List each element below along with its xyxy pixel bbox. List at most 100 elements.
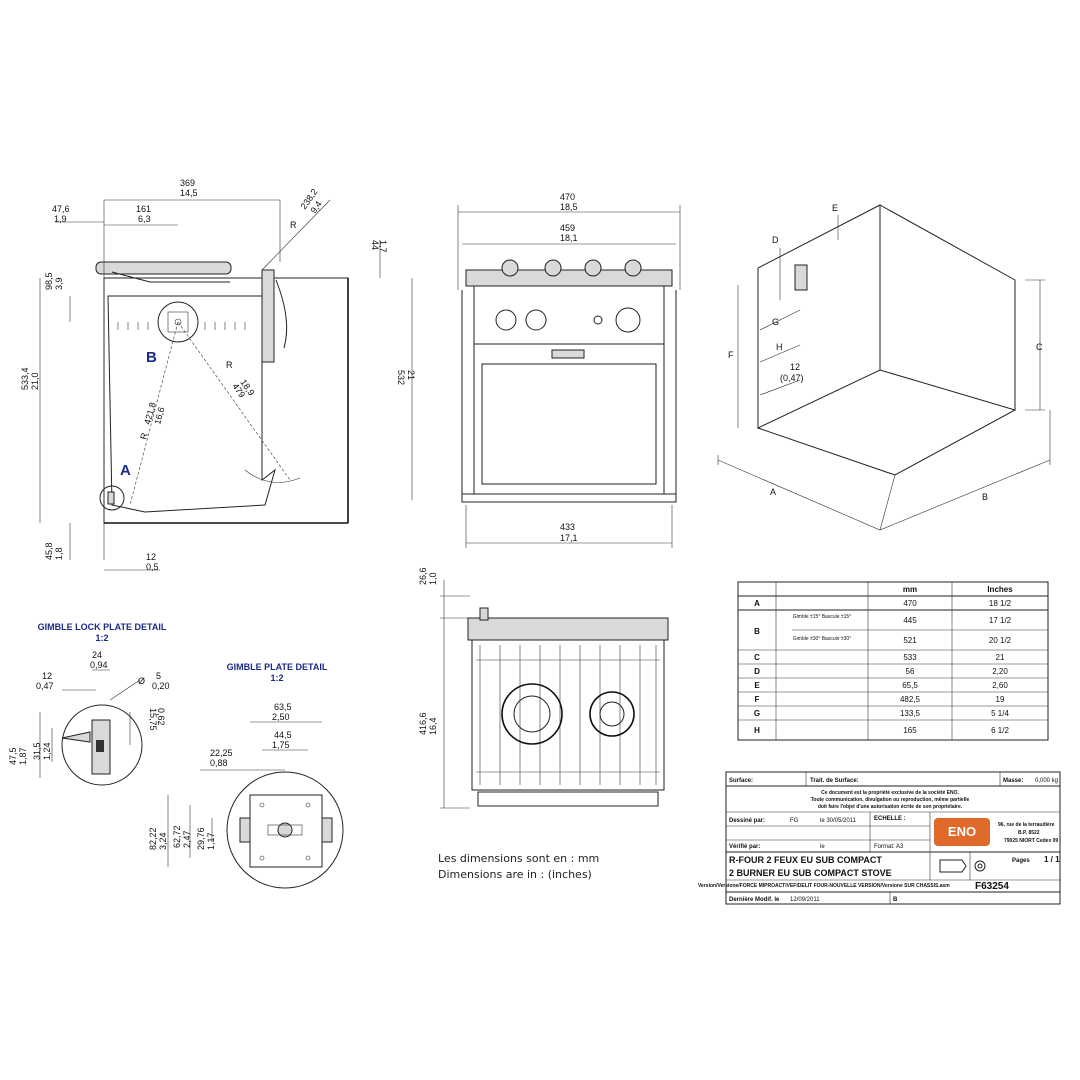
dim-text: 433 [560, 522, 575, 532]
dim-text: 18,5 [560, 202, 578, 212]
dim-text: 62,72 [172, 825, 182, 848]
diameter-symbol: Ø [138, 676, 145, 686]
pages-label: Pages [1012, 858, 1030, 864]
dim-text: 1,0 [428, 572, 438, 585]
dim-text: 12 [790, 362, 800, 372]
dim-text: 1,17 [206, 832, 216, 850]
table-cell: 2,60 [992, 681, 1008, 690]
dessine-value: FG [790, 818, 799, 824]
dim-text: 45,8 [44, 542, 54, 560]
masse-label: Masse: [1003, 778, 1023, 784]
table-cell: G [754, 709, 760, 718]
knob-icon [495, 309, 517, 331]
stove-body-side [107, 295, 276, 513]
table-cell: B [754, 627, 760, 636]
dim-text: 0,47 [36, 681, 54, 691]
dim-text: 14,5 [180, 188, 198, 198]
dim-text: 21,0 [30, 372, 40, 390]
dim-text: (0,47) [780, 373, 804, 383]
plate-detail-circle [226, 771, 344, 889]
table-cell: 17 1/2 [989, 616, 1012, 625]
title-block: Surface: Trait. de Surface: Masse: 0,000… [698, 771, 1061, 905]
detail-b-circle [157, 301, 199, 343]
dim-text: 0,5 [146, 562, 159, 572]
dessine-label: Dessiné par: [729, 818, 765, 824]
table-cell: 18 1/2 [989, 599, 1012, 608]
surface-label: Surface: [729, 778, 753, 784]
dim-text: 1,9 [54, 214, 67, 224]
dim-text: 6,3 [138, 214, 151, 224]
dim-text: R [138, 431, 149, 440]
dim-text: 459 [560, 223, 575, 233]
gimble-lock-title: GIMBLE LOCK PLATE DETAIL [38, 622, 167, 632]
version-path: Version/Versione/FORCE MIPROACTIVEFIDELI… [698, 883, 950, 889]
cabinet-outline [103, 277, 349, 524]
burner-small-icon [589, 691, 635, 737]
date-value: le 30/05/2011 [820, 818, 857, 824]
table-cell: 165 [903, 726, 917, 735]
oven-window [481, 363, 657, 485]
iso-label-e: E [832, 203, 838, 213]
legal-line: doit faire l'objet d'une autorisation éc… [818, 804, 963, 810]
dim-text: 31,5 [32, 742, 42, 760]
le-label: le [820, 844, 825, 850]
gimble-plate-title: GIMBLE PLATE DETAIL [227, 662, 328, 672]
dim-text: 1,24 [42, 742, 52, 760]
table-cell: F [755, 695, 760, 704]
dim-text: 63,5 [274, 702, 292, 712]
dim-text: 0,20 [152, 681, 170, 691]
dim-text: 5 [156, 671, 161, 681]
modif-value: 12/09/2011 [790, 897, 820, 903]
dim-text: 3,24 [158, 832, 168, 850]
format-label: Format: A3 [874, 844, 904, 850]
table-cell: 445 [903, 616, 917, 625]
detail-a-circle [99, 485, 125, 511]
dim-text: 24 [92, 650, 102, 660]
pages-value: 1 / 1 [1044, 855, 1060, 864]
verifie-label: Vérifié par: [729, 844, 760, 850]
masse-value: 0,000 kg [1035, 778, 1058, 784]
table-cell: 56 [906, 667, 915, 676]
table-cell: D [754, 667, 760, 676]
lock-detail-circle [61, 704, 143, 786]
front-top-rail [465, 269, 673, 287]
table-header-mm: mm [903, 585, 917, 594]
revision-letter: B [893, 897, 898, 903]
gimble-plate-scale: 1:2 [270, 673, 283, 683]
dim-text: 1,75 [272, 740, 290, 750]
dim-text: 12 [42, 671, 52, 681]
dim-text: 1,8 [54, 547, 64, 560]
eno-logo-text: ENO [948, 824, 976, 839]
iso-label-h: H [776, 342, 783, 352]
front-view: 470 18,5 459 18,1 433 17,1 [457, 192, 681, 548]
table-cell: 521 [903, 636, 917, 645]
table-cell: 133,5 [900, 709, 921, 718]
oven-door [473, 343, 665, 495]
burner-large-icon [501, 683, 563, 745]
table-cell: H [754, 726, 760, 735]
dim-text: 16,6 [152, 406, 166, 426]
address-line: 79025 NIORT Cedex 09 [1004, 838, 1058, 844]
table-cell: 5 1/4 [991, 709, 1009, 718]
iso-label-b: B [982, 492, 988, 502]
product-name-en: 2 BURNER EU SUB COMPACT STOVE [729, 868, 892, 878]
dim-text: 470 [560, 192, 575, 202]
dim-text: 26,6 [418, 567, 428, 585]
dim-text: 17,1 [560, 533, 578, 543]
dim-text: 161 [136, 204, 151, 214]
units-note-en: Dimensions are in : (inches) [438, 868, 592, 881]
iso-label-g: G [772, 317, 779, 327]
detail-label-b: B [146, 349, 157, 366]
drawing-reference: F63254 [975, 881, 1009, 892]
knob-icon [525, 309, 547, 331]
dim-text: 532 [396, 370, 406, 385]
legal-line: Ce document est la propriété exclusive d… [821, 790, 959, 796]
dim-text: R [226, 360, 233, 370]
dim-text: 369 [180, 178, 195, 188]
product-name-fr: R-FOUR 2 FEUX EU SUB COMPACT [729, 855, 882, 865]
trait-label: Trait. de Surface: [810, 778, 859, 784]
dim-text: 98,5 [44, 272, 54, 290]
dim-text: 22,25 [210, 748, 233, 758]
